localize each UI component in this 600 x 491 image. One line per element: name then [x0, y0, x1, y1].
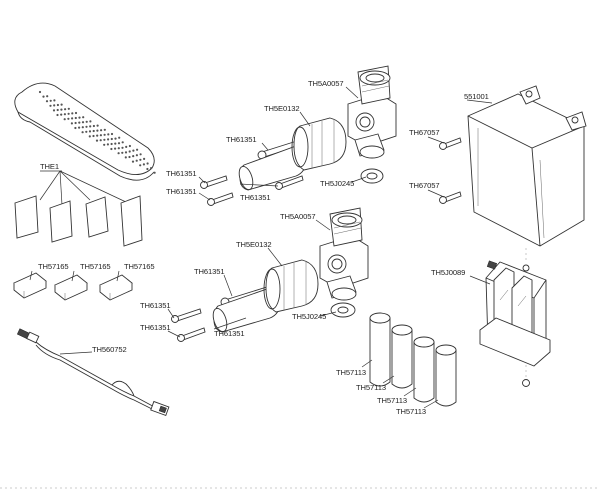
label-cable: TH560752	[92, 345, 127, 354]
label-battery-2: TH57113	[356, 383, 386, 392]
label-housing-screw-a: TH67057	[409, 128, 440, 137]
label-adapter-lower: TH5E0132	[236, 240, 272, 249]
battery-box	[469, 248, 551, 387]
upper-valve-assembly	[200, 65, 397, 206]
batteries	[369, 312, 457, 407]
label-pad-3: TH57165	[124, 262, 155, 271]
label-battery-4: TH57113	[396, 407, 426, 416]
label-screw-upper-b: TH61351	[166, 169, 197, 178]
cover-leaders	[39, 170, 127, 206]
label-battery-1: TH57113	[336, 368, 366, 377]
wire-harness	[16, 328, 170, 417]
label-valve-upper: TH5A0057	[308, 79, 344, 88]
lower-valve-assembly	[171, 207, 369, 342]
sheet-pads	[14, 195, 143, 247]
label-screw-lower-d: TH61351	[214, 329, 245, 338]
label-pad-1: TH57165	[38, 262, 69, 271]
label-screw-lower-b: TH61351	[140, 301, 171, 310]
label-adapter-upper: TH5E0132	[264, 104, 300, 113]
label-cover: THE1	[40, 162, 59, 171]
rubber-pads	[13, 270, 133, 301]
housing-box	[427, 85, 587, 247]
cover-plate	[14, 82, 156, 181]
label-screw-lower-a: TH61351	[194, 267, 225, 276]
label-screw-lower-c: TH61351	[140, 323, 171, 332]
label-valve-lower: TH5A0057	[280, 212, 316, 221]
label-housing-screw-b: TH67057	[409, 181, 440, 190]
part-labels: THE1 TH57165 TH57165 TH57165 TH560752 TH…	[38, 79, 489, 416]
label-battery-3: TH57113	[377, 396, 407, 405]
label-housing: 551001	[464, 92, 489, 101]
label-screw-upper-d: TH61351	[240, 193, 271, 202]
label-pad-2: TH57165	[80, 262, 111, 271]
label-screw-upper-c: TH61351	[166, 187, 197, 196]
label-washer-lower: TH5J0245	[292, 312, 326, 321]
leader-lines	[167, 86, 493, 409]
label-screw-upper-a: TH61351	[226, 135, 257, 144]
label-battery-box: TH5J0089	[431, 268, 465, 277]
label-washer-upper: TH5J0245	[320, 179, 354, 188]
